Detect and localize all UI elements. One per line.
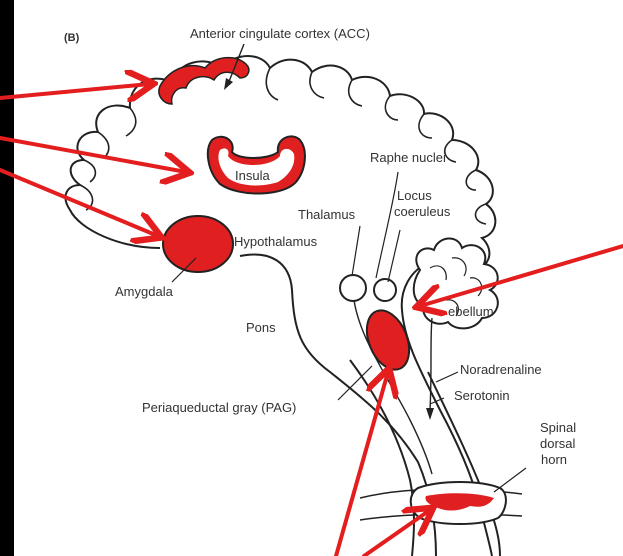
spinal-label-line3: horn [541, 452, 567, 467]
locus-label-line2: coeruleus [394, 204, 451, 219]
insula-label: Insula [235, 168, 270, 183]
serotonin-label: Serotonin [454, 388, 510, 403]
raphe-label: Raphe nuclei [370, 150, 446, 165]
amygdala-label: Amygdala [115, 284, 174, 299]
cerebellum-label: ebellum [448, 304, 494, 319]
hypothalamus-label: Hypothalamus [234, 234, 318, 249]
panel-label: (B) [64, 32, 80, 44]
pag-label: Periaqueductal gray (PAG) [142, 400, 296, 415]
thalamus-left [340, 275, 366, 301]
acc-label: Anterior cingulate cortex (ACC) [190, 26, 370, 41]
spinal-label-line2: dorsal [540, 436, 576, 451]
pons-label: Pons [246, 320, 276, 335]
thalamus-label: Thalamus [298, 207, 356, 222]
amygdala-region [163, 216, 233, 272]
locus-label-line1: Locus [397, 188, 432, 203]
canvas-background [14, 0, 623, 556]
spinal-label-line1: Spinal [540, 420, 576, 435]
thalamus-right [374, 279, 396, 301]
noradrenaline-label: Noradrenaline [460, 362, 542, 377]
